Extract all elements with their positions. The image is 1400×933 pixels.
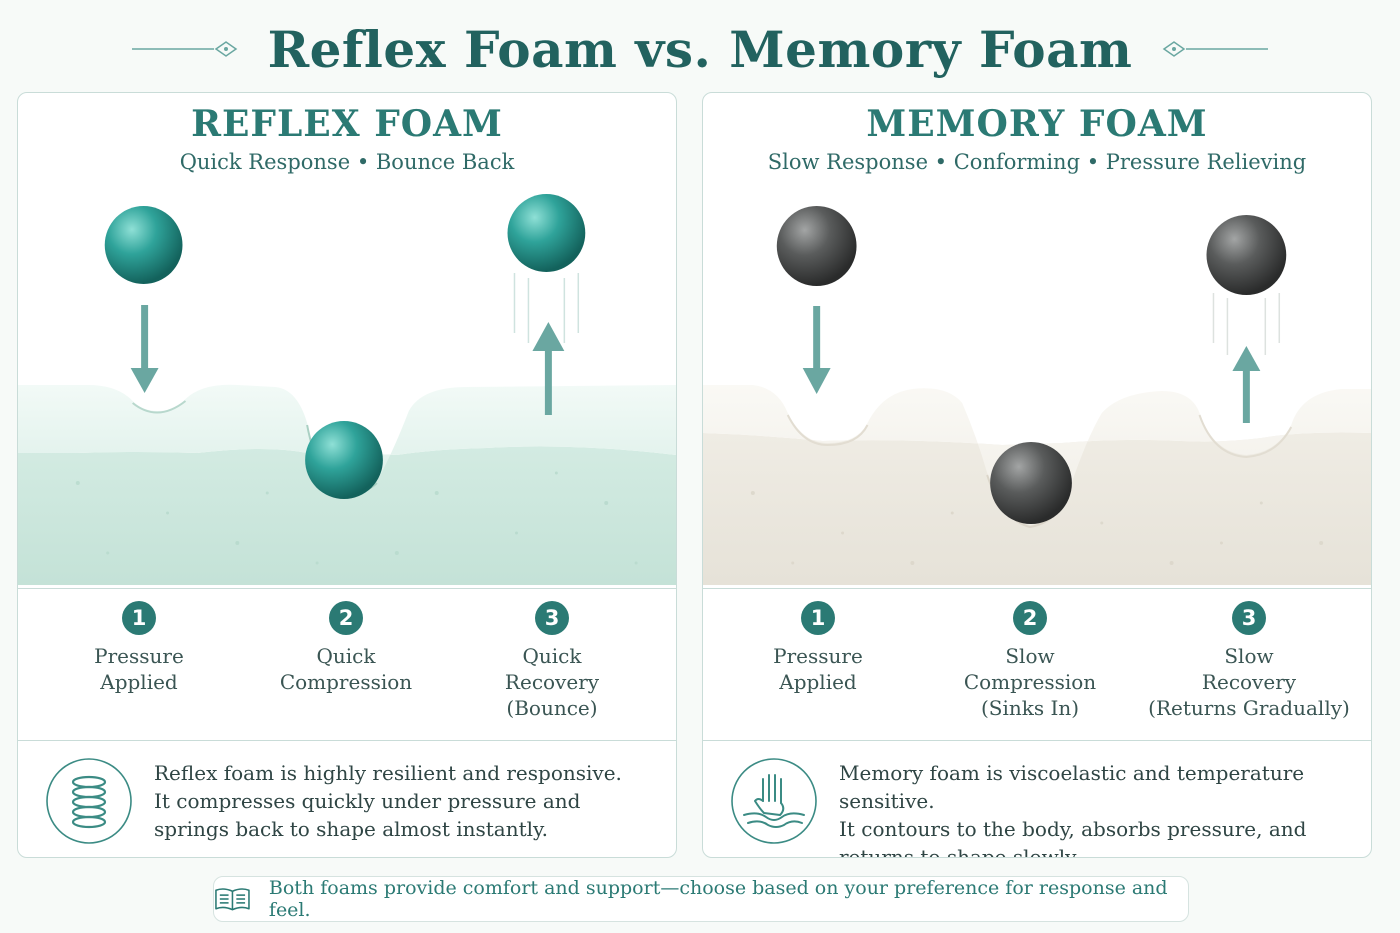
step-number-badge: 2 <box>1013 601 1047 635</box>
step-number-badge: 2 <box>329 601 363 635</box>
footer-note: Both foams provide comfort and support—c… <box>213 876 1189 922</box>
memory-arrow-up <box>1232 346 1261 371</box>
reflex-ball-1 <box>104 206 183 284</box>
reflex-arrow-down <box>130 368 159 393</box>
memory-description-box: Memory foam is viscoelastic and temperat… <box>703 740 1371 858</box>
reflex-title: REFLEX FOAM <box>191 103 503 145</box>
memory-ball-3 <box>1206 215 1287 295</box>
memory-ball-1 <box>776 206 857 286</box>
title-row: Reflex Foam vs. Memory Foam <box>0 14 1400 84</box>
reflex-steps: 1 Pressure Applied 2 Quick Compression 3… <box>18 588 676 741</box>
memory-panel: MEMORY FOAM Slow Response • Conforming •… <box>702 92 1372 858</box>
book-icon <box>215 888 250 911</box>
step-number-badge: 1 <box>801 601 835 635</box>
reflex-step-3: 3 Quick Recovery (Bounce) <box>452 601 652 721</box>
reflex-foam-body <box>18 446 676 585</box>
reflex-step-1: 1 Pressure Applied <box>39 601 239 695</box>
memory-description: Memory foam is viscoelastic and temperat… <box>839 761 1307 858</box>
memory-arrow-down <box>802 368 831 394</box>
step-label: Slow Compression (Sinks In) <box>963 644 1097 720</box>
ornament-right-icon <box>1163 41 1269 57</box>
page-title: Reflex Foam vs. Memory Foam <box>267 19 1133 79</box>
memory-subtitle: Slow Response • Conforming • Pressure Re… <box>767 150 1307 174</box>
step-number-badge: 1 <box>122 601 156 635</box>
step-number-badge: 3 <box>535 601 569 635</box>
step-label: Slow Recovery (Returns Gradually) <box>1148 644 1350 720</box>
step-number-badge: 3 <box>1232 601 1266 635</box>
reflex-ball-2 <box>305 421 383 499</box>
hand-press-icon <box>731 758 817 844</box>
reflex-arrow-up <box>532 322 565 351</box>
memory-title: MEMORY FOAM <box>866 103 1208 145</box>
reflex-subtitle: Quick Response • Bounce Back <box>179 150 515 174</box>
memory-step-2: 2 Slow Compression (Sinks In) <box>930 601 1130 721</box>
memory-step-1: 1 Pressure Applied <box>718 601 918 695</box>
footer-text: Both foams provide comfort and support—c… <box>268 877 1168 921</box>
step-label: Pressure Applied <box>94 644 184 694</box>
reflex-foam-top <box>18 384 676 493</box>
reflex-foam-illustration <box>18 194 676 585</box>
reflex-step-2: 2 Quick Compression <box>246 601 446 695</box>
spring-icon <box>46 758 132 844</box>
step-label: Quick Recovery (Bounce) <box>504 644 600 720</box>
step-label: Quick Compression <box>279 644 413 694</box>
memory-ball-2 <box>990 442 1072 524</box>
reflex-description-box: Reflex foam is highly resilient and resp… <box>18 740 676 857</box>
memory-foam-illustration <box>703 206 1371 585</box>
reflex-ball-3 <box>507 194 586 272</box>
ornament-left-icon <box>131 41 237 57</box>
reflex-panel: REFLEX FOAM Quick Response • Bounce Back… <box>17 92 677 858</box>
memory-steps: 1 Pressure Applied 2 Slow Compression (S… <box>703 588 1371 741</box>
reflex-description: Reflex foam is highly resilient and resp… <box>154 761 622 841</box>
memory-step-3: 3 Slow Recovery (Returns Gradually) <box>1139 601 1359 721</box>
step-label: Pressure Applied <box>773 644 863 694</box>
